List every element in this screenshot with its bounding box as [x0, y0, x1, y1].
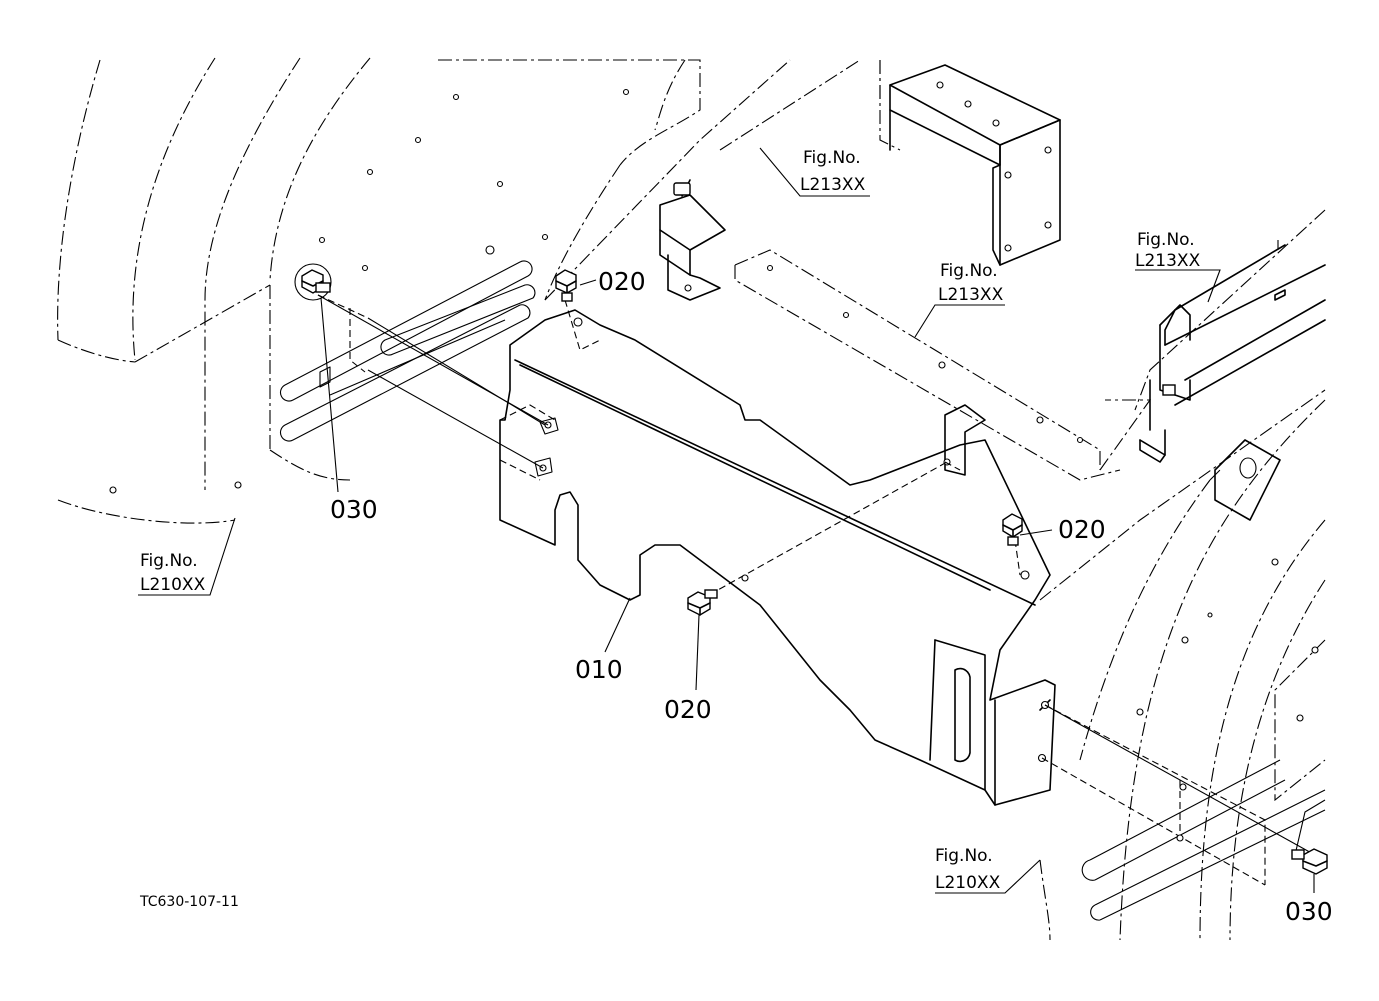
- assembly-lines: [317, 294, 1316, 886]
- figure-ref-d-number: L210XX: [140, 575, 206, 595]
- part-number-020-top: 020: [598, 267, 646, 296]
- part-number-020-bottom: 020: [664, 695, 712, 724]
- figure-ref-e-number: L210XX: [935, 873, 1001, 893]
- leader-lines: [138, 147, 1315, 894]
- part-number-020-right: 020: [1058, 515, 1106, 544]
- part-number-010: 010: [575, 655, 623, 684]
- figure-ref-a-number: L213XX: [800, 175, 866, 195]
- figure-ref-b-number: L213XX: [938, 285, 1004, 305]
- upper-frame-outline: [544, 59, 901, 301]
- cover-part-010: [499, 309, 1056, 806]
- upper-bracket: [889, 64, 1061, 266]
- figure-ref-c-number: L213XX: [1135, 251, 1201, 271]
- part-number-030-left: 030: [330, 495, 378, 524]
- bolt-030-right: [1291, 848, 1328, 875]
- figure-ref-d-label: Fig.No.: [140, 551, 198, 571]
- figure-ref-a-label: Fig.No.: [803, 148, 861, 168]
- bolt-020-top: [555, 269, 577, 302]
- left-fender-outline: [57, 57, 701, 524]
- right-fender-outline: [1039, 209, 1326, 941]
- bolt-030-left: [294, 263, 332, 301]
- figure-ref-e-label: Fig.No.: [935, 846, 993, 866]
- bolt-020-right: [1002, 513, 1023, 546]
- figure-ref-c-label: Fig.No.: [1137, 230, 1195, 250]
- left-support-bracket: [659, 179, 726, 301]
- figure-ref-b-label: Fig.No.: [940, 261, 998, 281]
- part-number-030-right: 030: [1285, 897, 1333, 926]
- bolt-020-bottom: [687, 589, 718, 616]
- drawing-code: TC630-107-11: [139, 894, 239, 910]
